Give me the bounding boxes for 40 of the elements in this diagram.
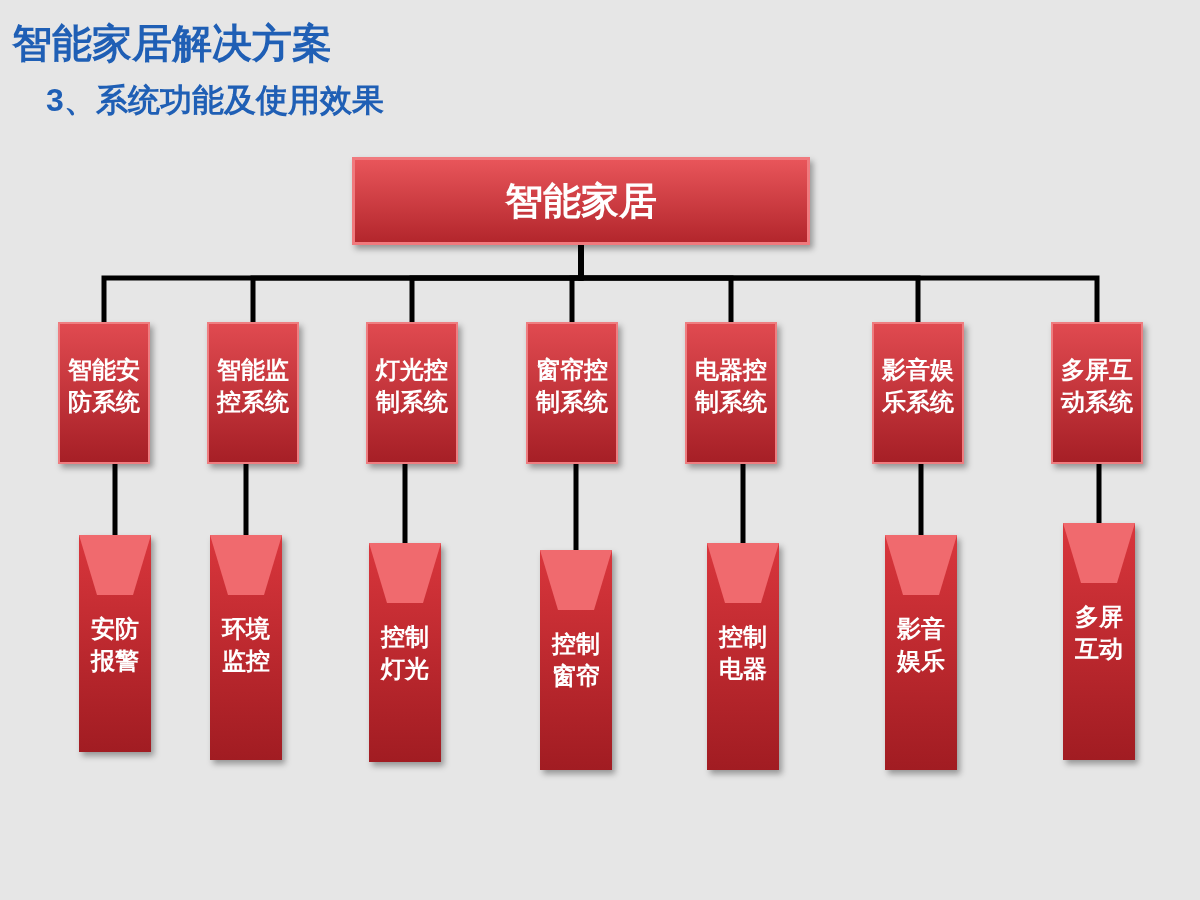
sub-function-box	[369, 543, 441, 762]
node-label: 环境监控	[220, 614, 271, 676]
node-label: 多屏互动	[1074, 602, 1124, 664]
connector-line	[573, 464, 579, 550]
connector-line	[402, 464, 408, 543]
connector-line	[112, 464, 118, 535]
sub-function-box	[210, 535, 282, 760]
connector-line	[1096, 464, 1102, 523]
node-label: 控制窗帘	[550, 629, 601, 691]
node-label: 安防报警	[89, 614, 140, 676]
node-label: 多屏互动系统	[1059, 355, 1134, 417]
page-title: 智能家居解决方案	[12, 20, 332, 67]
system-box	[685, 322, 777, 464]
node-label: 电器控制系统	[693, 355, 768, 417]
sub-function-box	[885, 535, 957, 770]
system-box	[872, 322, 964, 464]
system-box	[1051, 322, 1143, 464]
sub-function-box	[540, 550, 612, 770]
system-box	[526, 322, 618, 464]
system-box	[207, 322, 299, 464]
node-label: 智能安防系统	[67, 355, 141, 417]
node-label: 影音娱乐系统	[881, 355, 955, 417]
sub-function-box	[79, 535, 151, 752]
node-label: 灯光控制系统	[374, 355, 449, 417]
connector-line	[578, 245, 1100, 322]
node-label: 控制灯光	[379, 622, 430, 684]
node-label: 控制电器	[717, 622, 768, 684]
node-label: 影音娱乐	[895, 614, 946, 676]
connector-line	[243, 464, 249, 535]
connector-line	[740, 464, 746, 543]
node-label: 智能家居	[505, 178, 657, 224]
system-box	[366, 322, 458, 464]
sub-function-box	[707, 543, 779, 770]
root-box	[352, 157, 810, 245]
connector-line	[918, 464, 924, 535]
subtitle: 3、系统功能及使用效果	[46, 81, 384, 120]
node-label: 窗帘控制系统	[534, 355, 609, 417]
sub-function-box	[1063, 523, 1135, 760]
node-label: 智能监控系统	[215, 355, 290, 417]
system-box	[58, 322, 150, 464]
